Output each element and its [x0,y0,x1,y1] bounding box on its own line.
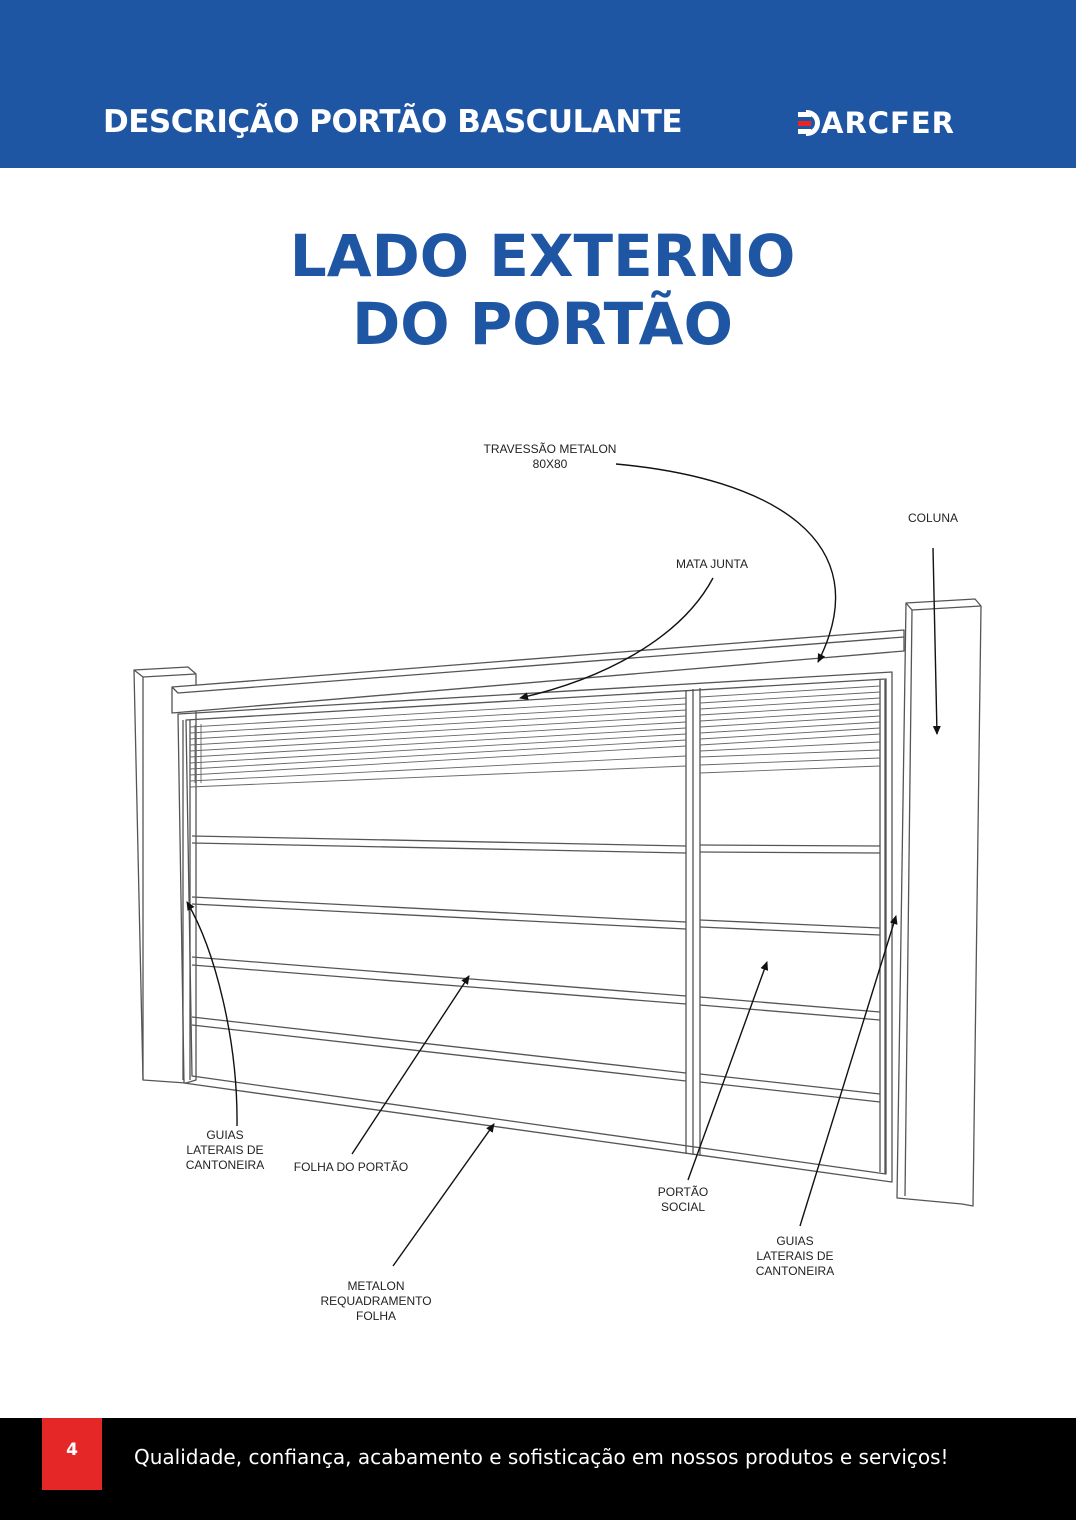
gate-diagram [133,463,982,1267]
brand-logo: ARCFER [798,106,955,140]
page-footer: 4 Qualidade, confiança, acabamento e sof… [0,1418,1076,1520]
side-guides [182,680,886,1174]
header-title: DESCRIÇÃO PORTÃO BASCULANTE [103,104,683,140]
label-guias-left: GUIAS LATERAIS DE CANTONEIRA [185,1128,265,1172]
page-header: DESCRIÇÃO PORTÃO BASCULANTE ARCFER [0,0,1076,168]
main-title-line-2: DO PORTÃO [352,290,733,358]
label-travessao: TRAVESSÃO METALON 80X80 [483,442,617,471]
label-metalon: METALON REQUADRAMENTO FOLHA [320,1279,432,1323]
arrow-travessao [615,463,837,663]
horizontal-rails [191,835,881,1103]
top-beam [171,629,905,714]
left-column [133,666,197,1084]
main-title-line-1: LADO EXTERNO [289,222,796,290]
brand-d-icon [798,110,820,136]
page-number: 4 [42,1418,102,1490]
arrow-coluna [932,547,941,735]
label-coluna: COLUNA [907,511,959,525]
right-column [896,598,982,1207]
arrow-guias-right [799,915,898,1227]
social-gate-divider [685,688,701,1156]
arrow-folha [351,975,470,1155]
label-mata-junta: MATA JUNTA [676,557,748,571]
footer-tagline: Qualidade, confiança, acabamento e sofis… [134,1445,949,1469]
leader-arrows [186,463,941,1267]
arrow-portao-social [687,961,769,1181]
label-guias-right: GUIAS LATERAIS DE CANTONEIRA [755,1234,835,1278]
arrow-metalon [392,1123,495,1267]
brand-name: ARCFER [821,105,956,140]
arrow-mata-junta [519,577,714,701]
main-title: LADO EXTERNO DO PORTÃO [0,222,1076,358]
label-folha: FOLHA DO PORTÃO [293,1160,409,1174]
arrow-guias-left [186,901,238,1127]
mata-junta-slats [189,685,881,788]
label-portao-social: PORTÃO SOCIAL [657,1185,709,1214]
